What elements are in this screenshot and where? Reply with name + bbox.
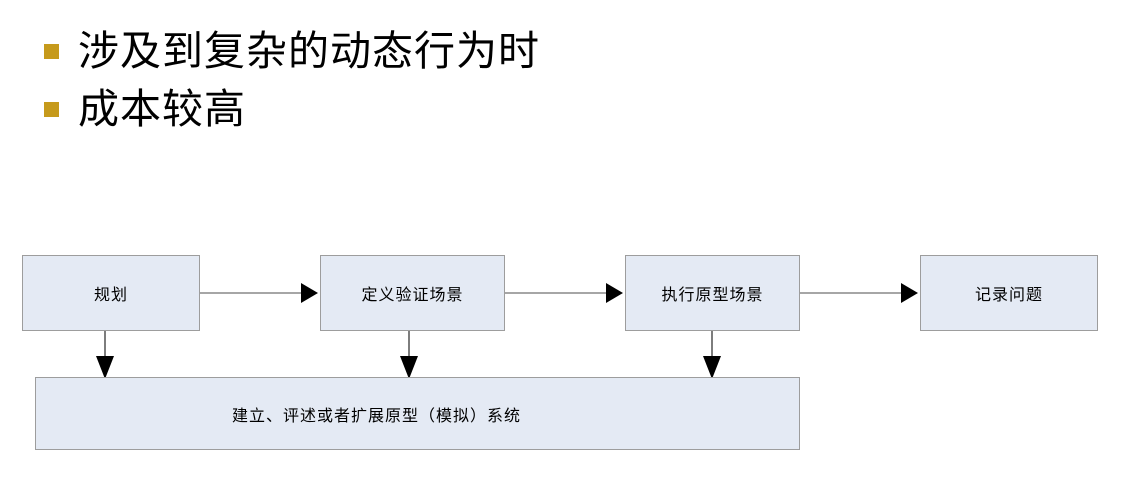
flow-node-prototype-system: 建立、评述或者扩展原型（模拟）系统 [35,377,800,450]
arrowhead-right-icon [901,283,918,303]
flow-node-record-issues: 记录问题 [920,255,1098,331]
square-bullet-icon [44,101,59,117]
connector-line-1 [200,292,302,294]
list-item: 成本较高 [44,80,844,138]
flow-node-execute-prototype-scenario: 执行原型场景 [625,255,800,331]
bullet-item-label: 涉及到复杂的动态行为时 [78,27,540,74]
flow-node-planning: 规划 [22,255,200,331]
bullet-item-label: 成本较高 [78,85,246,132]
connector-line-down-3 [711,331,713,363]
connector-line-3 [800,292,902,294]
connector-line-2 [505,292,607,294]
list-item: 涉及到复杂的动态行为时 [44,22,844,80]
arrowhead-right-icon [301,283,318,303]
square-bullet-icon [44,43,59,59]
arrowhead-right-icon [606,283,623,303]
flow-node-define-validation-scenario: 定义验证场景 [320,255,505,331]
bullet-list: 涉及到复杂的动态行为时 成本较高 [44,22,844,138]
connector-line-down-2 [408,331,410,363]
arrowhead-down-icon [400,356,418,379]
connector-line-down-1 [104,331,106,363]
arrowhead-down-icon [703,356,721,379]
arrowhead-down-icon [96,356,114,379]
